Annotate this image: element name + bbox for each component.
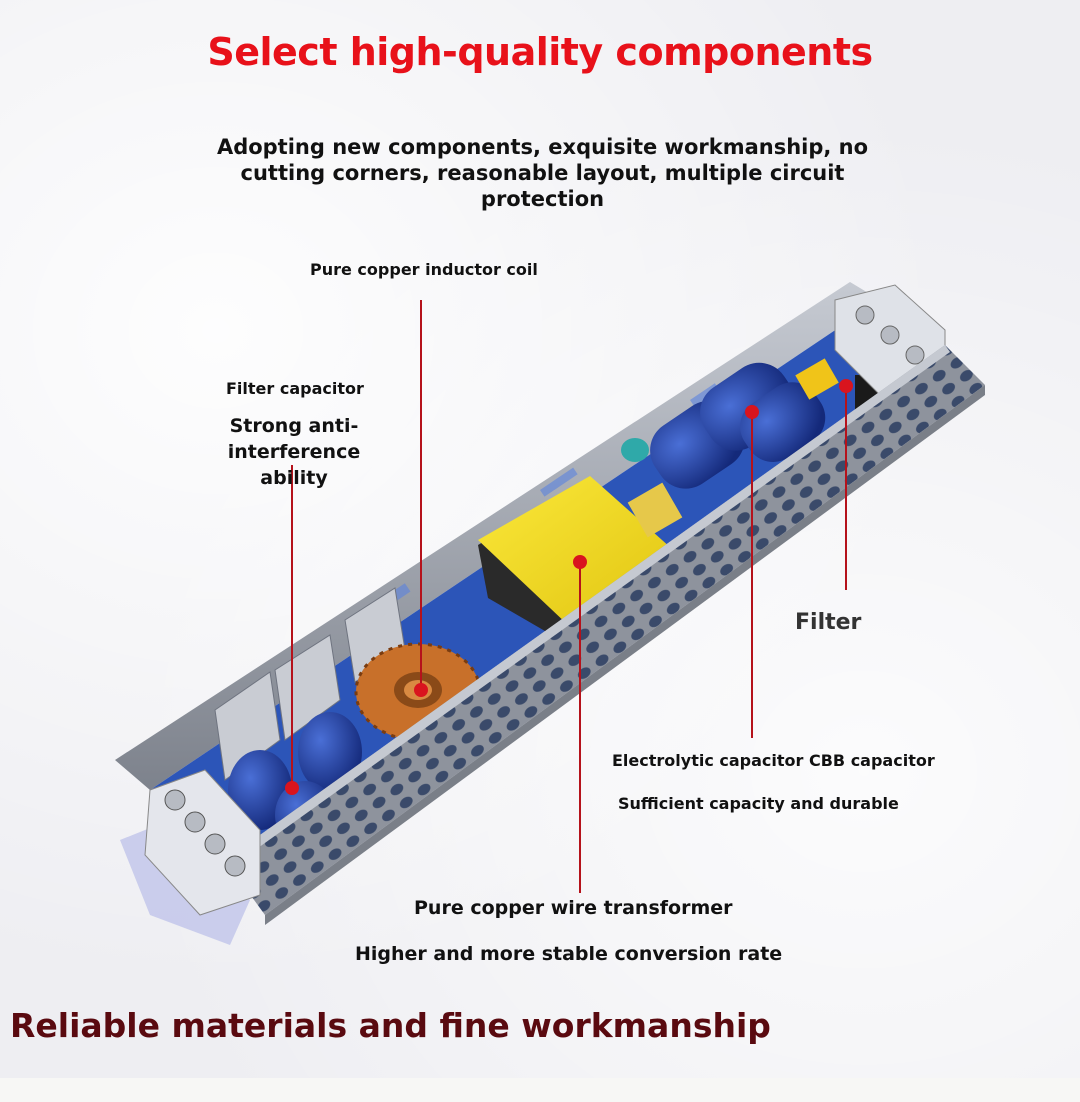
small-transformer [627, 482, 683, 538]
dot-filter-capacitor [285, 781, 299, 795]
page-title: Select high-quality components [207, 30, 873, 74]
label-electrolytic-desc: Sufficient capacity and durable [618, 794, 899, 813]
label-filter: Filter [795, 610, 862, 635]
page-subtitle: Adopting new components, exquisite workm… [216, 135, 869, 211]
label-filter-capacitor: Filter capacitor [226, 379, 364, 398]
bottom-band [0, 1078, 1080, 1102]
terminal-block-left-icon [144, 769, 261, 916]
label-inductor-coil: Pure copper inductor coil [310, 260, 538, 279]
dot-inductor [414, 683, 428, 697]
label-electrolytic: Electrolytic capacitor CBB capacitor [612, 751, 935, 770]
dot-electrolytic [745, 405, 759, 419]
housing-front-wall [225, 345, 985, 915]
filter-component [795, 358, 839, 400]
small-capacitor [621, 438, 649, 462]
footer-title: Reliable materials and fine workmanship [10, 1006, 771, 1045]
label-filter-capacitor-desc: Strong anti-interference ability [227, 415, 361, 489]
label-transformer: Pure copper wire transformer [414, 897, 733, 919]
callout-dots [285, 379, 853, 795]
label-transformer-desc: Higher and more stable conversion rate [355, 943, 783, 965]
dot-filter [839, 379, 853, 393]
callout-lines [291, 300, 847, 893]
dot-transformer [573, 555, 587, 569]
